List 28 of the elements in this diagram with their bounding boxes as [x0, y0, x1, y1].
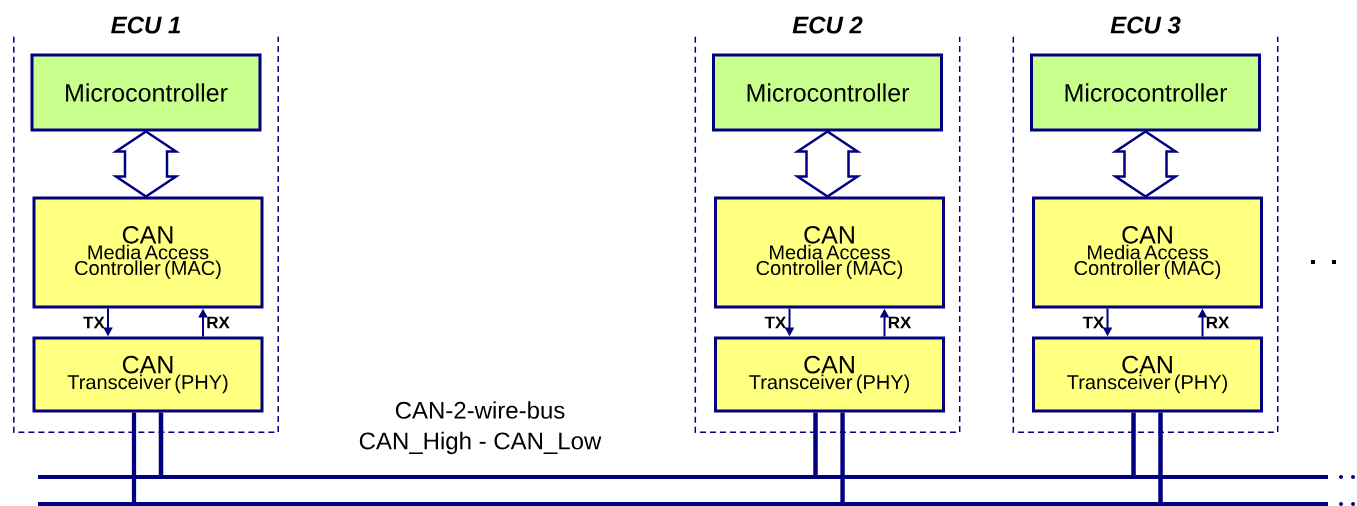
transceiver-box: CAN Transceiver (PHY) [32, 336, 264, 413]
double-arrow [1111, 130, 1180, 198]
mac-box: CAN Media Access Controller (MAC) [1032, 196, 1263, 309]
mac-box: CAN Media Access Controller (MAC) [714, 196, 945, 309]
microcontroller-box: Microcontroller [30, 53, 262, 132]
bus-connection [813, 412, 818, 477]
bus-connection [1158, 412, 1163, 504]
bus-connection [1131, 412, 1136, 477]
bus-wire [38, 475, 1328, 479]
transceiver-box: CAN Transceiver (PHY) [1032, 336, 1263, 413]
edge-label: RX [888, 316, 912, 329]
bus-label: CAN-2-wire-bus [395, 401, 565, 419]
bus-connection [131, 412, 137, 504]
transceiver-box: CAN Transceiver (PHY) [714, 336, 945, 413]
double-arrow [793, 130, 862, 198]
edge-label: TX [1082, 316, 1105, 329]
edge-label: RX [1206, 316, 1230, 329]
bus-label: CAN_High - CAN_Low [359, 431, 602, 455]
edge-label: RX [207, 316, 230, 329]
edge-label: TX [83, 316, 105, 329]
bus-wire [38, 502, 1328, 506]
mac-box: CAN Media Access Controller (MAC) [32, 196, 264, 309]
double-arrow [111, 130, 181, 198]
microcontroller-box: Microcontroller [712, 53, 943, 132]
bus-connection [158, 412, 164, 477]
edge-label: TX [764, 316, 787, 329]
microcontroller-box: Microcontroller [1030, 53, 1261, 132]
bus-connection [840, 412, 845, 504]
